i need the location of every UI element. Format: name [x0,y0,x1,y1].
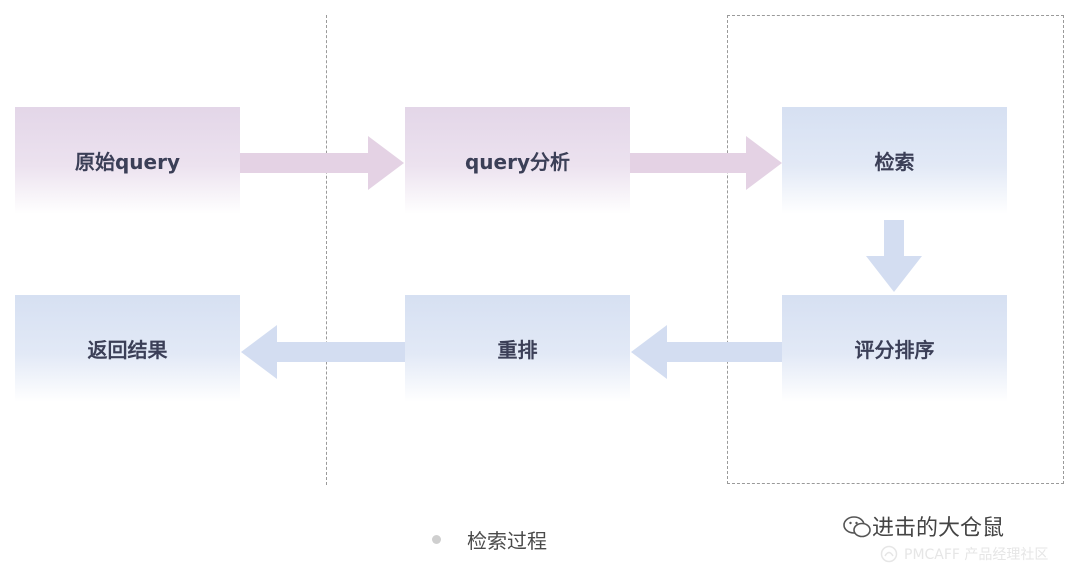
node-label: 重排 [497,338,538,362]
watermark-name: 进击的大仓鼠 [872,516,1005,541]
arrow-rerank-to-results [241,325,405,379]
pmcaff-logo-icon [880,545,898,563]
node-scoring-ranking: 评分排序 [782,295,1007,402]
figure-caption: 检索过程 [432,525,547,553]
node-return-results: 返回结果 [15,295,240,402]
watermark-subtitle: PMCAFF 产品经理社区 [904,547,1049,563]
arrow-analysis-to-retrieval [630,136,782,190]
watermark: 进击的大仓鼠 PMCAFF 产品经理社区 [842,508,1074,568]
node-rerank: 重排 [405,295,630,402]
arrow-retrieval-to-scoring [866,220,922,292]
node-retrieval: 检索 [782,107,1007,214]
dashed-separator [326,15,327,485]
arrow-original-to-analysis [240,136,404,190]
caption-text: 检索过程 [467,528,547,553]
node-label: 原始query [74,150,181,174]
node-label: 返回结果 [87,338,168,362]
node-query-analysis: query分析 [405,107,630,214]
wechat-icon [843,516,871,538]
bullet-dot-icon [432,534,441,544]
retrieval-stage-group [727,15,1064,484]
node-label: 评分排序 [854,338,935,362]
arrow-scoring-to-rerank [631,325,782,379]
node-label: 检索 [874,150,915,174]
node-label: query分析 [464,150,571,174]
node-original-query: 原始query [15,107,240,214]
